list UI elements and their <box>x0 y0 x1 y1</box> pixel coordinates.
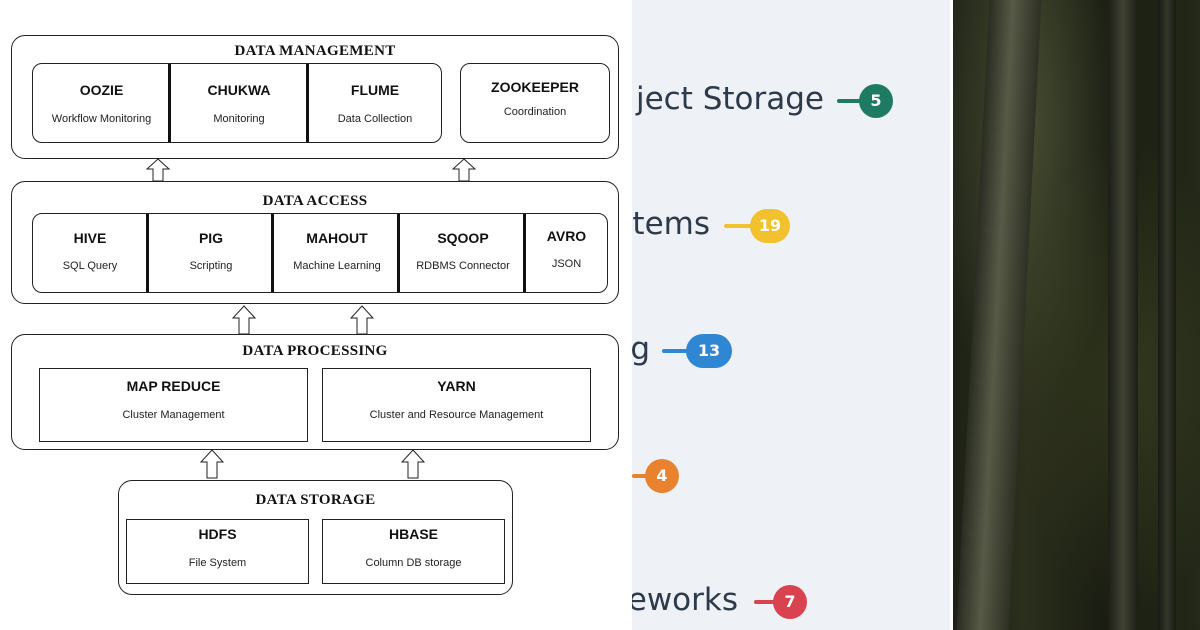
tree-trunk <box>1158 0 1176 630</box>
layer-data-management: DATA MANAGEMENT OOZIE Workflow Monitorin… <box>11 35 619 159</box>
layer-title: DATA ACCESS <box>262 193 368 209</box>
up-arrow-icon <box>200 449 224 479</box>
topic-label: tems <box>632 206 710 242</box>
component-avro: AVRO JSON <box>526 228 607 270</box>
topic-label: g <box>632 331 650 367</box>
component-cell: YARN Cluster and Resource Management <box>323 378 590 421</box>
component-name: OOZIE <box>79 82 124 98</box>
up-arrow-icon <box>401 449 425 479</box>
topic-label: ject Storage <box>635 81 824 117</box>
component-desc: Monitoring <box>213 113 265 125</box>
component-group: HIVE SQL Query PIG Scripting MAHOUT Mach… <box>32 213 608 293</box>
layer-data-access: DATA ACCESS HIVE SQL Query PIG Scripting… <box>11 181 619 304</box>
badge-connector <box>837 99 867 103</box>
component-cell: MAP REDUCE Cluster Management <box>40 378 307 421</box>
component-cell: ZOOKEEPER Coordination <box>461 79 609 118</box>
tree-trunk <box>956 0 1042 630</box>
component-desc: Machine Learning <box>293 260 381 272</box>
component-name: AVRO <box>546 228 587 244</box>
topic-list: ject Storage 5 tems 19 g 13 4 eworks 7 <box>632 0 950 630</box>
count-badge: 19 <box>750 209 790 243</box>
component-desc: SQL Query <box>62 260 118 272</box>
list-item[interactable]: 4 <box>632 452 950 502</box>
component-hbase: HBASE Column DB storage <box>322 519 505 584</box>
count-badge: 13 <box>686 334 732 368</box>
component-name: MAP REDUCE <box>126 378 221 394</box>
layer-data-storage: DATA STORAGE HDFS File System HBASE Colu… <box>118 480 513 595</box>
count-badge: 5 <box>859 84 893 118</box>
component-name: ZOOKEEPER <box>491 79 579 95</box>
forest-photo <box>953 0 1200 630</box>
badge-connector <box>662 349 692 353</box>
component-yarn: YARN Cluster and Resource Management <box>322 368 591 442</box>
component-flume: FLUME Data Collection <box>309 82 441 125</box>
component-name: HIVE <box>73 230 107 246</box>
divider <box>146 214 149 292</box>
divider <box>168 64 171 142</box>
component-pig: PIG Scripting <box>149 230 273 272</box>
layer-data-processing: DATA PROCESSING MAP REDUCE Cluster Manag… <box>11 334 619 450</box>
component-zookeeper: ZOOKEEPER Coordination <box>460 63 610 143</box>
up-arrow-icon <box>232 305 256 335</box>
component-desc: Data Collection <box>337 113 413 125</box>
layer-title: DATA PROCESSING <box>242 343 388 359</box>
component-name: PIG <box>198 230 224 246</box>
component-sqoop: SQOOP RDBMS Connector <box>400 230 526 272</box>
layer-title: DATA MANAGEMENT <box>234 43 396 59</box>
badge-connector <box>632 474 652 478</box>
tree-trunk <box>1108 0 1138 630</box>
component-name: MAHOUT <box>306 230 368 246</box>
component-hive: HIVE SQL Query <box>33 230 147 272</box>
up-arrow-icon <box>452 158 476 182</box>
component-desc: Column DB storage <box>365 557 462 569</box>
component-name: FLUME <box>350 82 400 98</box>
divider <box>306 64 309 142</box>
list-item[interactable]: tems 19 <box>632 202 950 252</box>
list-item[interactable]: eworks 7 <box>632 578 950 628</box>
component-mahout: MAHOUT Machine Learning <box>274 230 400 272</box>
layer-title: DATA STORAGE <box>255 492 376 508</box>
component-name: SQOOP <box>437 230 489 246</box>
component-map-reduce: MAP REDUCE Cluster Management <box>39 368 308 442</box>
component-desc: RDBMS Connector <box>416 260 510 272</box>
component-hdfs: HDFS File System <box>126 519 309 584</box>
list-item[interactable]: ject Storage 5 <box>632 77 950 127</box>
hadoop-ecosystem-diagram: DATA MANAGEMENT OOZIE Workflow Monitorin… <box>11 35 619 595</box>
badge-connector <box>754 600 784 604</box>
up-arrow-icon <box>146 158 170 182</box>
component-desc: File System <box>188 557 247 569</box>
component-name: HDFS <box>198 526 237 542</box>
component-desc: Coordination <box>503 106 567 118</box>
component-group: OOZIE Workflow Monitoring CHUKWA Monitor… <box>32 63 442 143</box>
component-desc: Scripting <box>189 260 233 272</box>
component-cell: HBASE Column DB storage <box>323 526 504 569</box>
divider <box>397 214 400 292</box>
component-oozie: OOZIE Workflow Monitoring <box>33 82 170 125</box>
component-desc: JSON <box>551 258 582 270</box>
up-arrow-icon <box>350 305 374 335</box>
count-badge: 7 <box>773 585 807 619</box>
count-badge: 4 <box>645 459 679 493</box>
component-cell: HDFS File System <box>127 526 308 569</box>
topic-label: eworks <box>632 582 738 618</box>
divider <box>271 214 274 292</box>
component-desc: Cluster Management <box>122 409 225 421</box>
badge-connector <box>724 224 754 228</box>
component-chukwa: CHUKWA Monitoring <box>171 82 307 125</box>
component-name: YARN <box>437 378 476 394</box>
component-desc: Cluster and Resource Management <box>369 409 544 421</box>
component-desc: Workflow Monitoring <box>51 113 152 125</box>
list-item[interactable]: g 13 <box>632 327 950 377</box>
divider <box>523 214 526 292</box>
component-name: HBASE <box>388 526 438 542</box>
component-name: CHUKWA <box>207 82 271 98</box>
